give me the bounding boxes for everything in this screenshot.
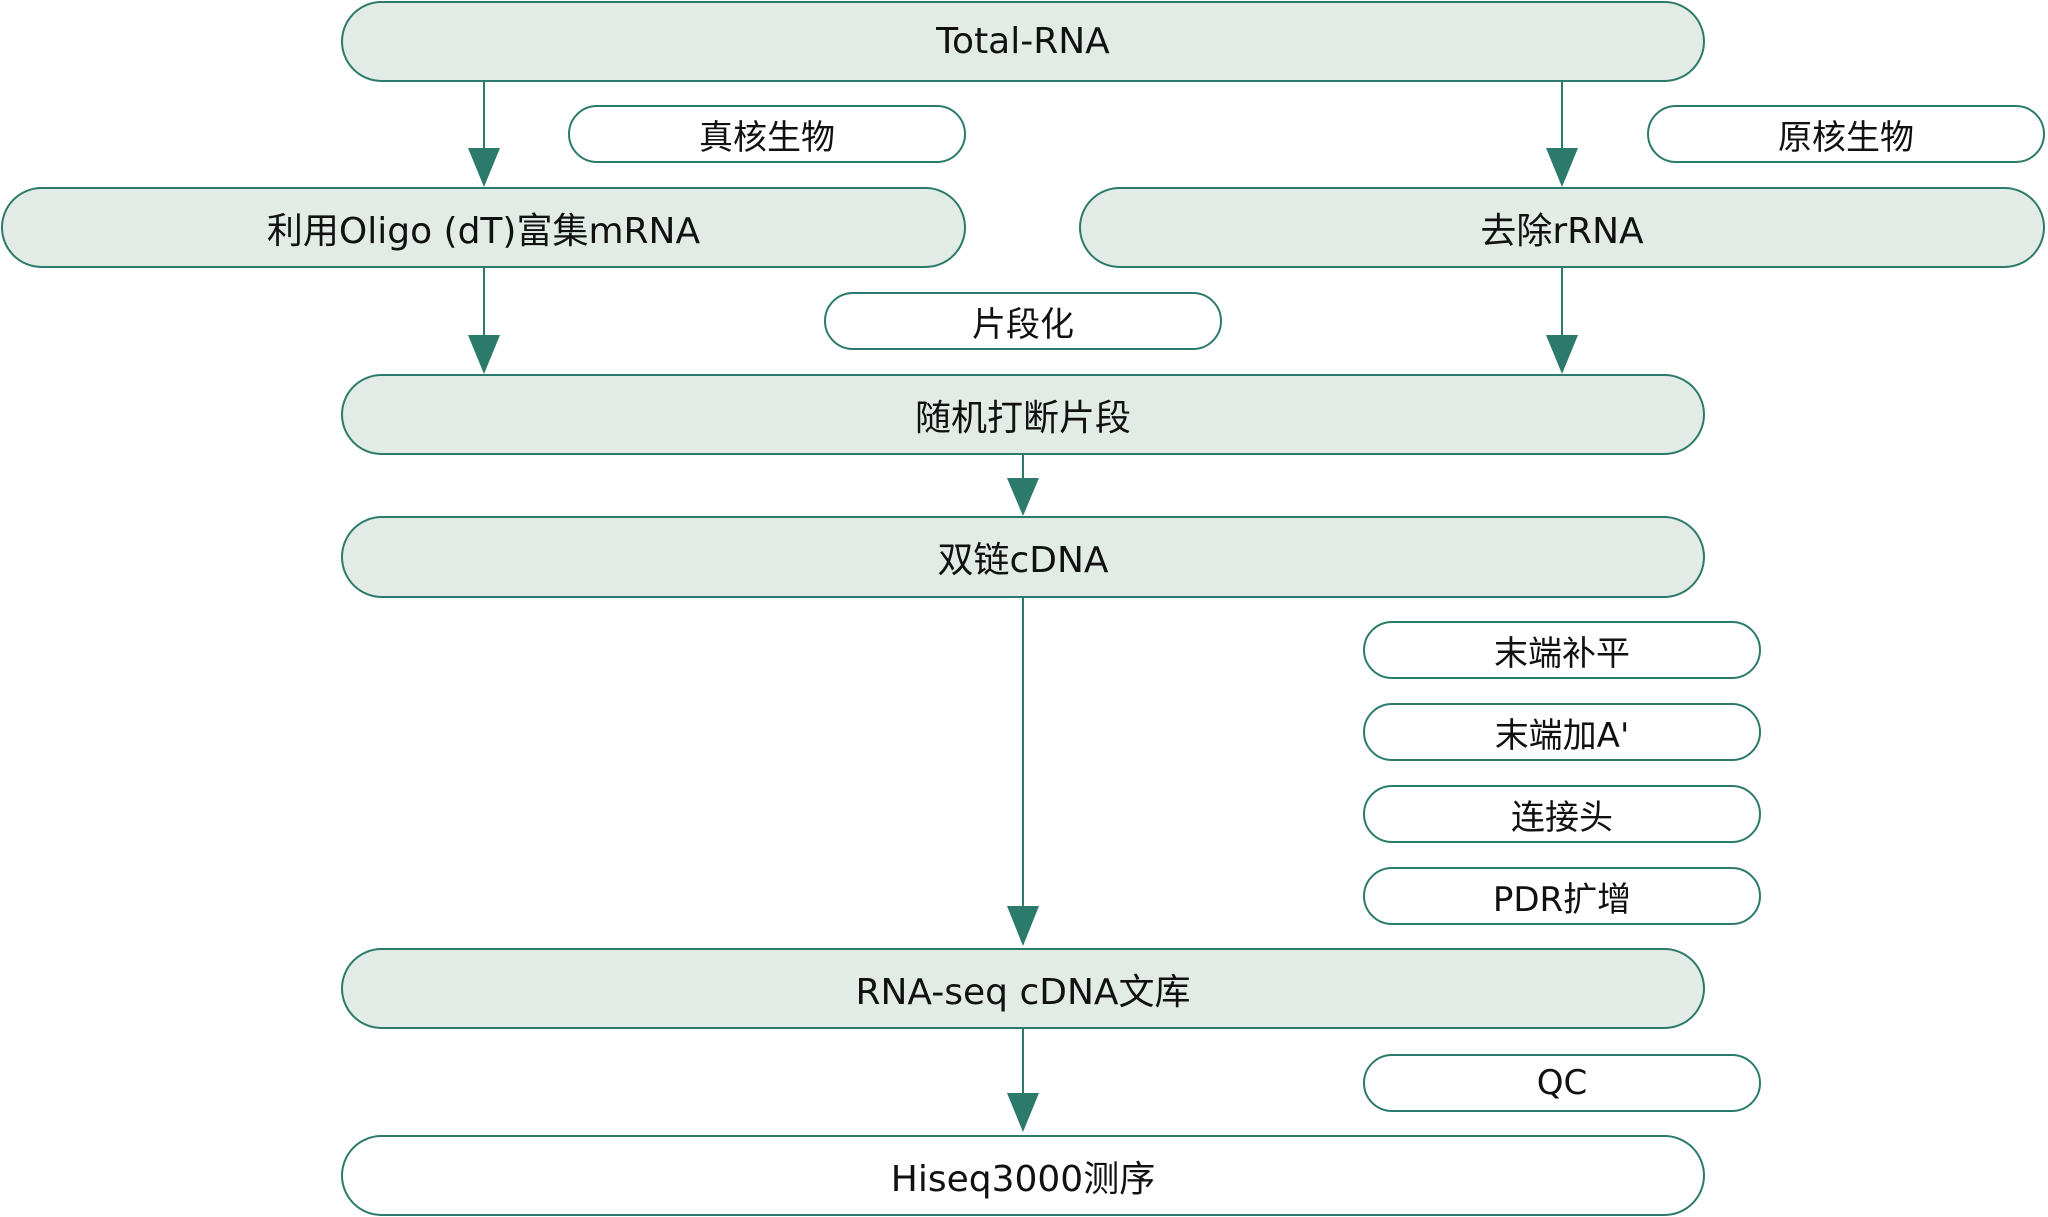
tag-end-repair: 末端补平 [1363, 621, 1761, 679]
arrow-total-to-remove [1546, 82, 1578, 187]
tag-eukaryote: 真核生物 [568, 105, 966, 163]
arrow-remove-to-fragment [1546, 268, 1578, 374]
arrow-dscdna-to-library [1007, 598, 1039, 946]
tag-fragmentation: 片段化 [824, 292, 1222, 350]
arrow-total-to-enrich [468, 82, 500, 187]
node-fragment: 随机打断片段 [341, 374, 1705, 455]
tag-pcr-amplify: PDR扩增 [1363, 867, 1761, 925]
node-total-rna: Total-RNA [341, 1, 1705, 82]
tag-fragmentation-label: 片段化 [972, 304, 1074, 345]
node-library: RNA-seq cDNA文库 [341, 948, 1705, 1029]
tag-add-a-label: 末端加A' [1494, 715, 1630, 756]
arrow-library-to-sequencing [1007, 1029, 1039, 1132]
node-remove-rrna-label: 去除rRNA [1480, 210, 1644, 252]
node-fragment-label: 随机打断片段 [914, 397, 1131, 439]
node-ds-cdna-label: 双链cDNA [937, 540, 1109, 581]
tag-eukaryote-label: 真核生物 [699, 117, 835, 158]
tag-pcr-amplify-label: PDR扩增 [1492, 879, 1632, 920]
node-sequencing: Hiseq3000测序 [341, 1135, 1705, 1216]
arrow-enrich-to-fragment [468, 268, 500, 374]
tag-prokaryote: 原核生物 [1647, 105, 2045, 163]
node-enrich-mrna-label: 利用Oligo (dT)富集mRNA [266, 210, 701, 252]
node-remove-rrna: 去除rRNA [1079, 187, 2045, 268]
node-enrich-mrna: 利用Oligo (dT)富集mRNA [1, 187, 966, 268]
node-sequencing-label: Hiseq3000测序 [890, 1158, 1156, 1200]
tag-end-repair-label: 末端补平 [1494, 633, 1630, 674]
tag-ligate-adapter: 连接头 [1363, 785, 1761, 843]
arrow-fragment-to-dscdna [1007, 455, 1039, 516]
tag-ligate-adapter-label: 连接头 [1511, 797, 1613, 838]
tag-prokaryote-label: 原核生物 [1778, 117, 1914, 158]
node-ds-cdna: 双链cDNA [341, 516, 1705, 598]
node-total-rna-label: Total-RNA [936, 21, 1110, 62]
tag-add-a: 末端加A' [1363, 703, 1761, 761]
node-library-label: RNA-seq cDNA文库 [855, 971, 1191, 1013]
tag-qc: QC [1363, 1054, 1761, 1112]
tag-qc-label: QC [1536, 1063, 1588, 1103]
